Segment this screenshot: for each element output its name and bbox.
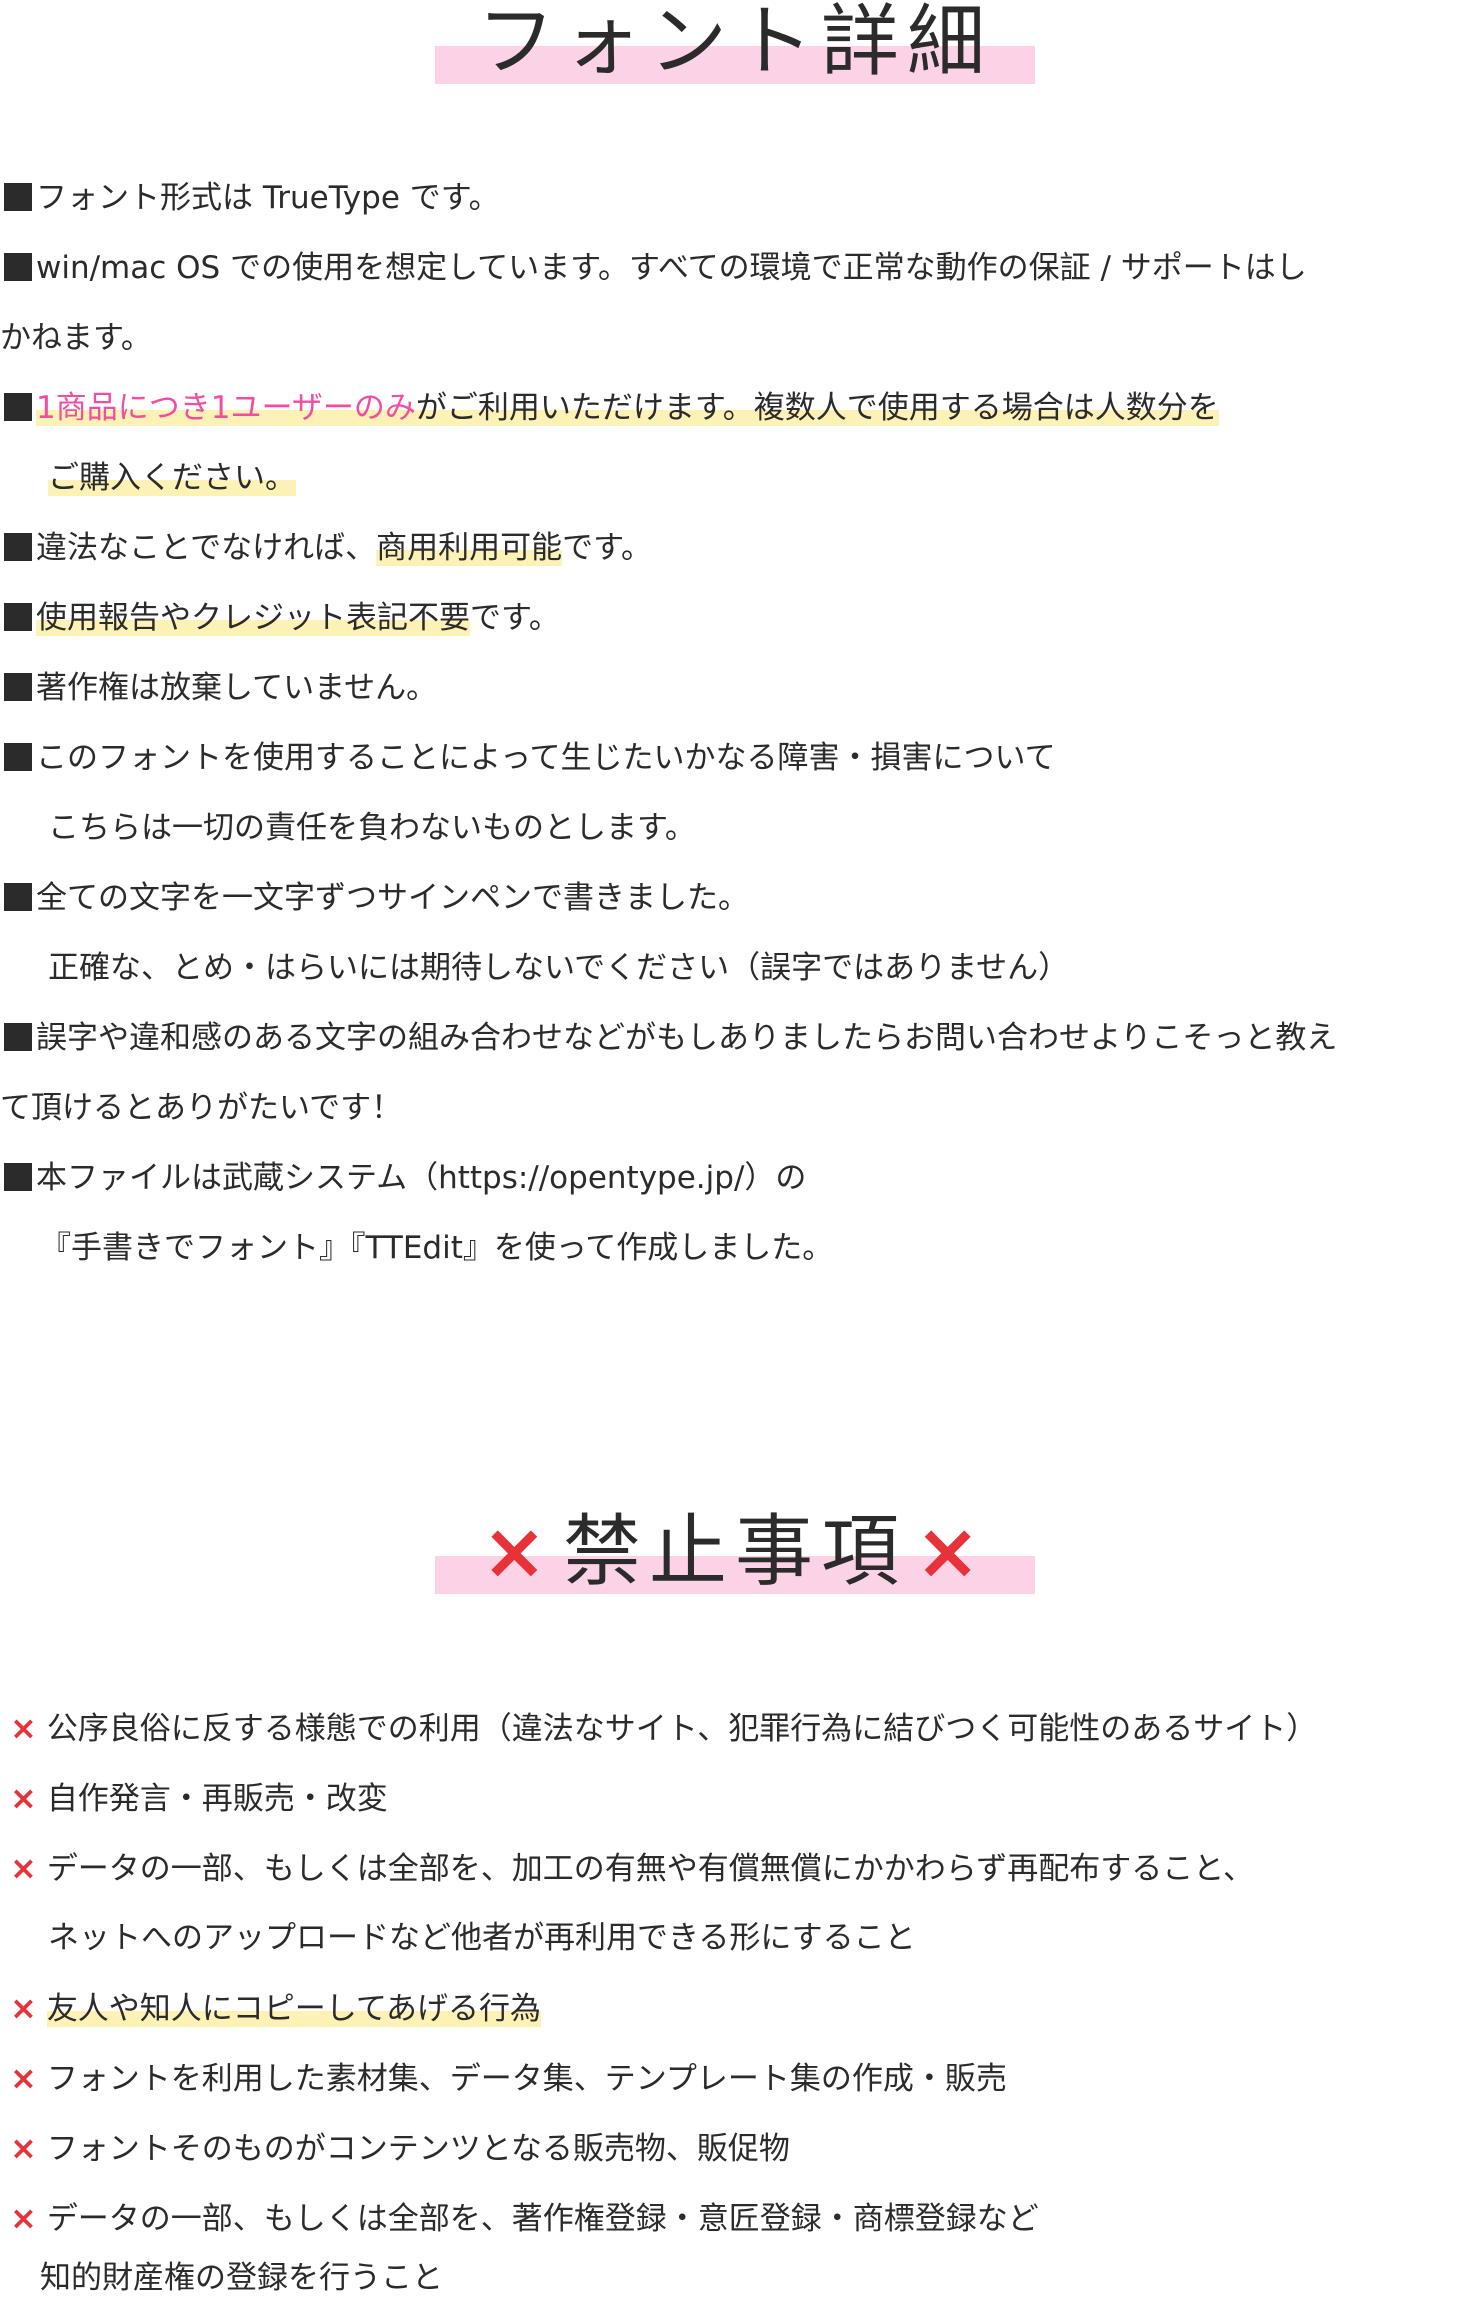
details-line-text: 本ファイルは武蔵システム（https://opentype.jp/）の <box>36 1160 807 1196</box>
prohibited-line-text: 公序良俗に反する様態での利用（違法なサイト、犯罪行為に結びつく可能性のあるサイト… <box>46 1711 1318 1747</box>
details-line-1: フォント形式は TrueType です。 <box>0 175 1470 221</box>
details-title: フォント詳細 <box>476 0 993 87</box>
details-line-10-cont: 『手書きでフォント』『TTEdit』を使って作成しました。 <box>0 1225 1470 1271</box>
prohibited-line-text: データの一部、もしくは全部を、著作権登録・意匠登録・商標登録など <box>46 2201 1039 2237</box>
prohibited-line-text: 知的財産権の登録を行うこと <box>40 2260 443 2296</box>
details-line-8-cont: 正確な、とめ・はらいには期待しないでください（誤字ではありません） <box>0 945 1470 991</box>
red-cross-icon: × <box>10 2129 37 2167</box>
single-user-notice: 1商品につき1ユーザーのみ <box>36 390 416 426</box>
prohibited-line-text: フォントを利用した素材集、データ集、テンプレート集の作成・販売 <box>46 2061 1007 2097</box>
details-line-text: です。 <box>562 530 652 566</box>
details-line-text: 正確な、とめ・はらいには期待しないでください（誤字ではありません） <box>48 950 1070 986</box>
highlighted-text: 使用報告やクレジット表記不要 <box>36 600 470 636</box>
details-line-text: がご利用いただけます。複数人で使用する場合は人数分を <box>415 390 1219 426</box>
prohibited-line-text: 自作発言・再販売・改変 <box>46 1781 388 1817</box>
highlighted-text: ご購入ください。 <box>48 460 296 496</box>
highlighted-text: 商用利用可能 <box>376 530 563 566</box>
black-square-bullet-icon <box>4 533 32 561</box>
details-line-3-cont: ご購入ください。 <box>0 455 1470 501</box>
prohibited-title: 禁止事項 <box>562 1507 907 1597</box>
details-line-text: 著作権は放棄していません。 <box>36 670 438 706</box>
details-line-text: 『手書きでフォント』『TTEdit』を使って作成しました。 <box>40 1230 834 1266</box>
prohibited-line-7-cont: 知的財産権の登録を行うこと <box>0 2255 1470 2301</box>
details-line-2: win/mac OS での使用を想定しています。すべての環境で正常な動作の保証 … <box>0 245 1470 291</box>
prohibited-line-text: データの一部、もしくは全部を、加工の有無や有償無償にかかわらず再配布すること、 <box>46 1851 1254 1887</box>
details-line-4: 違法なことでなければ、商用利用可能です。 <box>0 525 1470 571</box>
details-line-2-cont: かねます。 <box>0 315 1470 361</box>
prohibited-line-3: ×データの一部、もしくは全部を、加工の有無や有償無償にかかわらず再配布すること、 <box>0 1845 1470 1892</box>
red-cross-icon: × <box>10 1709 37 1747</box>
prohibited-line-3-cont: ネットへのアップロードなど他者が再利用できる形にすること <box>0 1915 1470 1961</box>
black-square-bullet-icon <box>4 673 32 701</box>
details-line-9: 誤字や違和感のある文字の組み合わせなどがもしありましたらお問い合わせよりこそっと… <box>0 1015 1470 1061</box>
black-square-bullet-icon <box>4 603 32 631</box>
prohibited-heading: ×禁止事項× <box>435 1507 1035 1597</box>
black-square-bullet-icon <box>4 253 32 281</box>
prohibited-line-text: ネットへのアップロードなど他者が再利用できる形にすること <box>48 1920 916 1956</box>
details-line-8: 全ての文字を一文字ずつサインペンで書きました。 <box>0 875 1470 921</box>
details-line-3: 1商品につき1ユーザーのみがご利用いただけます。複数人で使用する場合は人数分を <box>0 385 1470 431</box>
prohibited-line-2: ×自作発言・再販売・改変 <box>0 1775 1470 1822</box>
red-cross-icon: × <box>10 2059 37 2097</box>
prohibited-line-text: フォントそのものがコンテンツとなる販売物、販促物 <box>46 2131 790 2167</box>
details-line-text: 違法なことでなければ、 <box>36 530 377 566</box>
details-line-text: フォント形式は TrueType です。 <box>36 180 500 216</box>
details-heading-wrap: フォント詳細 <box>0 0 1470 86</box>
prohibited-line-4: ×友人や知人にコピーしてあげる行為 <box>0 1985 1470 2032</box>
prohibited-line-1: ×公序良俗に反する様態での利用（違法なサイト、犯罪行為に結びつく可能性のあるサイ… <box>0 1705 1470 1752</box>
prohibited-heading-wrap: ×禁止事項× <box>0 1507 1470 1597</box>
details-line-text: て頂けるとありがたいです！ <box>0 1090 403 1126</box>
red-cross-icon: × <box>10 2199 37 2237</box>
black-square-bullet-icon <box>4 183 32 211</box>
details-line-text: かねます。 <box>0 320 152 356</box>
red-cross-icon: × <box>10 1849 37 1887</box>
red-cross-icon: × <box>10 1989 37 2027</box>
highlighted-text: 1商品につき1ユーザーのみがご利用いただけます。複数人で使用する場合は人数分を <box>36 390 1219 426</box>
details-line-text: win/mac OS での使用を想定しています。すべての環境で正常な動作の保証 … <box>36 250 1307 286</box>
details-line-text: こちらは一切の責任を負わないものとします。 <box>48 810 696 846</box>
black-square-bullet-icon <box>4 1023 32 1051</box>
details-line-6: 著作権は放棄していません。 <box>0 665 1470 711</box>
details-line-7: このフォントを使用することによって生じたいかなる障害・損害について <box>0 735 1470 781</box>
prohibited-line-5: ×フォントを利用した素材集、データ集、テンプレート集の作成・販売 <box>0 2055 1470 2102</box>
highlighted-text: 友人や知人にコピーしてあげる行為 <box>46 1991 541 2027</box>
red-cross-icon: × <box>481 1507 555 1597</box>
prohibited-line-7: ×データの一部、もしくは全部を、著作権登録・意匠登録・商標登録など <box>0 2195 1470 2242</box>
black-square-bullet-icon <box>4 883 32 911</box>
prohibited-line-6: ×フォントそのものがコンテンツとなる販売物、販促物 <box>0 2125 1470 2172</box>
black-square-bullet-icon <box>4 1163 32 1191</box>
details-line-5: 使用報告やクレジット表記不要です。 <box>0 595 1470 641</box>
red-cross-icon: × <box>915 1507 989 1597</box>
details-heading: フォント詳細 <box>435 0 1035 86</box>
details-line-text: です。 <box>470 600 560 636</box>
details-line-text: このフォントを使用することによって生じたいかなる障害・損害について <box>36 740 1056 776</box>
details-line-text: 全ての文字を一文字ずつサインペンで書きました。 <box>36 880 749 916</box>
details-line-text: 誤字や違和感のある文字の組み合わせなどがもしありましたらお問い合わせよりこそっと… <box>36 1020 1338 1056</box>
black-square-bullet-icon <box>4 743 32 771</box>
details-line-7-cont: こちらは一切の責任を負わないものとします。 <box>0 805 1470 851</box>
black-square-bullet-icon <box>4 393 32 421</box>
details-line-9-cont: て頂けるとありがたいです！ <box>0 1085 1470 1131</box>
red-cross-icon: × <box>10 1779 37 1817</box>
details-line-10: 本ファイルは武蔵システム（https://opentype.jp/）の <box>0 1155 1470 1201</box>
